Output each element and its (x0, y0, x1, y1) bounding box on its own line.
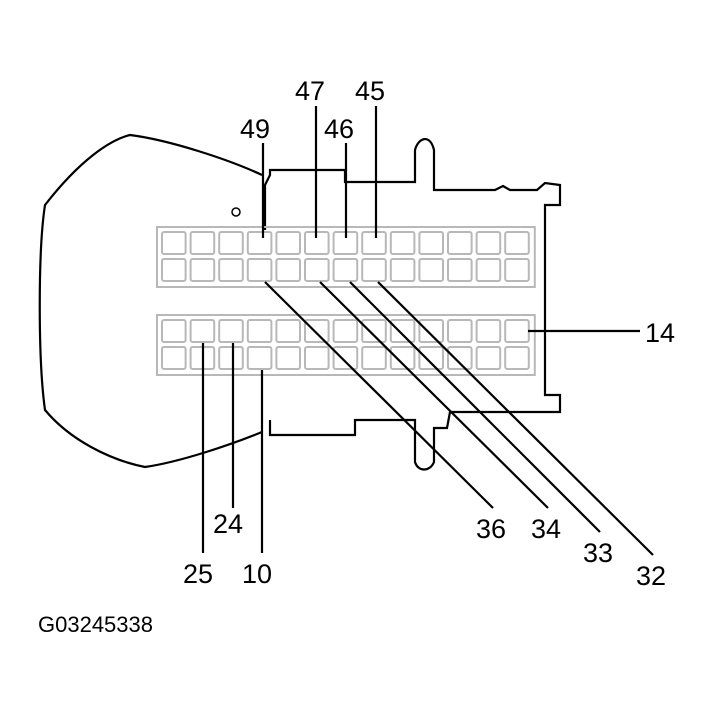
terminal-cavity (218, 346, 244, 370)
callout-32: 32 (636, 561, 666, 591)
leader-lines (201, 106, 654, 556)
terminal-cavity (361, 319, 387, 343)
terminal-cavity (332, 258, 359, 282)
terminal-cavity (389, 231, 416, 255)
terminal-cavity (361, 231, 387, 255)
terminal-cavity (389, 346, 416, 370)
terminal-cavity (418, 346, 444, 370)
terminal-cavity (304, 319, 330, 343)
callout-45: 45 (355, 76, 385, 106)
terminal-cavity (447, 346, 473, 370)
terminal-cavity (475, 319, 502, 343)
terminal-cavity (189, 258, 216, 282)
terminal-cavity (275, 231, 301, 255)
terminal-cavity (246, 231, 273, 255)
terminal-cavity (504, 346, 530, 370)
terminal-cavity (246, 346, 273, 370)
terminal-cavity (504, 319, 530, 343)
terminal-cavity (332, 319, 359, 343)
connector-top-edge (263, 138, 562, 230)
terminal-cavity (389, 319, 416, 343)
connector-housing-outline (38, 133, 263, 469)
terminal-cavity (161, 258, 187, 282)
leader-line-33 (349, 281, 601, 533)
terminal-cavity (218, 231, 244, 255)
locating-hole (231, 207, 241, 217)
connector-bottom-edge (268, 410, 545, 471)
terminal-cavity (475, 231, 502, 255)
callout-14: 14 (645, 318, 675, 348)
figure-id: G03245338 (38, 612, 153, 637)
terminal-cavity (361, 258, 387, 282)
terminal-cavity (447, 231, 473, 255)
terminal-cavity (447, 319, 473, 343)
terminal-cavity (418, 231, 444, 255)
terminal-cavity (275, 319, 301, 343)
callout-36: 36 (476, 514, 506, 544)
terminal-cavity (361, 346, 387, 370)
terminal-cavity (246, 319, 273, 343)
callout-46: 46 (324, 114, 354, 144)
terminal-cavity (418, 258, 444, 282)
upper-terminal-row (156, 226, 536, 288)
lower-terminal-row (156, 314, 536, 376)
terminal-cavity (189, 231, 216, 255)
terminal-cavity (161, 319, 187, 343)
terminal-cavity (447, 258, 473, 282)
callout-47: 47 (295, 76, 325, 106)
terminal-cavity (389, 258, 416, 282)
terminal-cavity (304, 346, 330, 370)
connector-right-side (543, 228, 562, 414)
terminal-cavity (275, 258, 301, 282)
terminal-cavity (161, 346, 187, 370)
terminal-cavity (332, 346, 359, 370)
terminal-cavity (189, 319, 216, 343)
callout-34: 34 (531, 514, 561, 544)
leader-line-34 (319, 281, 549, 509)
terminal-cavity (475, 258, 502, 282)
terminal-cavity (475, 346, 502, 370)
callout-25: 25 (183, 559, 213, 589)
callout-49: 49 (240, 114, 270, 144)
terminal-cavity (218, 319, 244, 343)
lower-terminal-row-frame (156, 314, 536, 376)
terminal-cavity (304, 258, 330, 282)
leader-line-32 (377, 281, 654, 556)
terminal-cavity (161, 231, 187, 255)
callout-10: 10 (242, 559, 272, 589)
terminal-cavity (504, 231, 530, 255)
terminal-cavity (418, 319, 444, 343)
callout-33: 33 (583, 538, 613, 568)
terminal-cavity (246, 258, 273, 282)
callout-24: 24 (213, 509, 243, 539)
leader-line-36 (264, 281, 494, 509)
terminal-cavity (275, 346, 301, 370)
terminal-cavity (218, 258, 244, 282)
terminal-cavity (504, 258, 530, 282)
